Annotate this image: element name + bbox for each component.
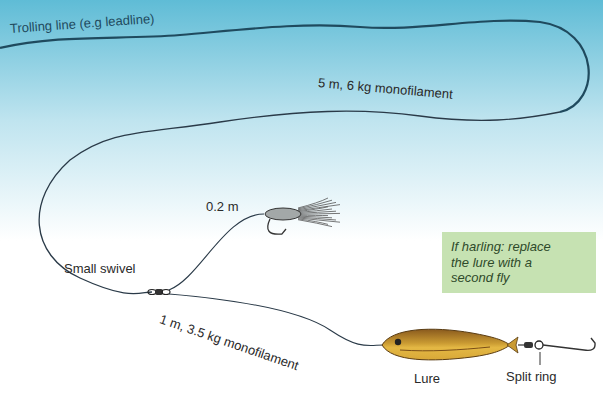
- part-name: Split ring: [506, 370, 557, 384]
- dropper-line: [169, 214, 264, 290]
- note-text: If harling: replace the lure with a seco…: [451, 239, 571, 286]
- fly: [265, 198, 340, 234]
- trolling-line: [0, 21, 589, 112]
- split-ring-and-hook: [518, 338, 595, 365]
- part-name: Small swivel: [64, 262, 136, 276]
- dimension-label: 0.2 m: [206, 200, 239, 214]
- note-box: If harling: replace the lure with a seco…: [442, 232, 596, 293]
- leader-line: [540, 352, 541, 365]
- part-name: Lure: [414, 372, 440, 386]
- lure: [382, 329, 518, 360]
- small-swivel: [148, 289, 170, 295]
